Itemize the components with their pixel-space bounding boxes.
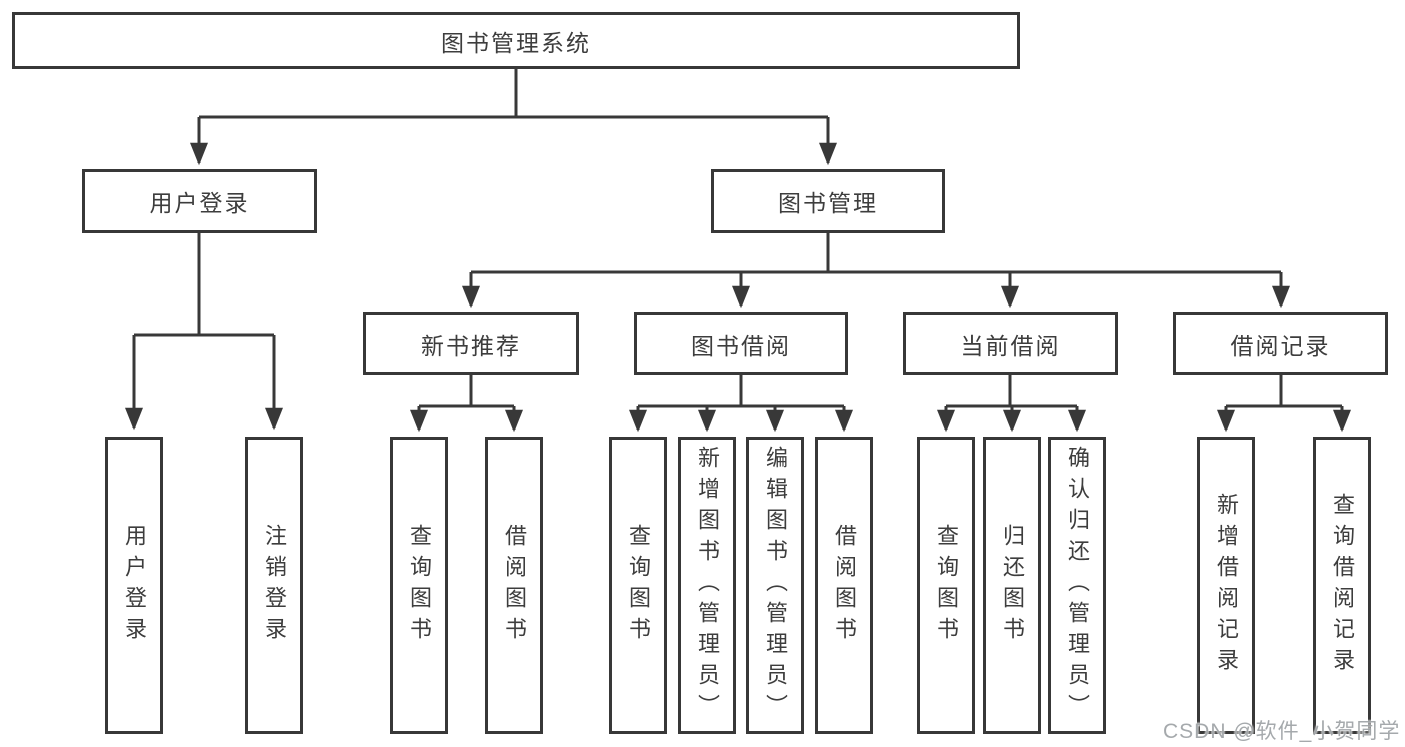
node-current-borrow: 当前借阅 <box>903 312 1118 375</box>
leaf-logout: 注销登录 <box>245 437 303 734</box>
leaf-current-return-books: 归还图书 <box>983 437 1041 734</box>
watermark-text: CSDN @软件_小贺同学 <box>1163 720 1401 743</box>
leaf-borrow-add-books-admin: 新增图书（管理员） <box>678 437 736 734</box>
leaf-borrow-query-books: 查询图书 <box>609 437 667 734</box>
leaf-borrow-borrow-books: 借阅图书 <box>815 437 873 734</box>
node-borrow-records: 借阅记录 <box>1173 312 1388 375</box>
leaf-records-add-record: 新增借阅记录 <box>1197 437 1255 734</box>
node-user-login: 用户登录 <box>82 169 317 233</box>
node-book-management: 图书管理 <box>711 169 945 233</box>
leaf-current-query-books: 查询图书 <box>917 437 975 734</box>
node-new-book-recommend: 新书推荐 <box>363 312 579 375</box>
leaf-borrow-edit-books-admin: 编辑图书（管理员） <box>746 437 804 734</box>
leaf-current-confirm-return-admin: 确认归还（管理员） <box>1048 437 1106 734</box>
node-root: 图书管理系统 <box>12 12 1020 69</box>
leaf-records-query-record: 查询借阅记录 <box>1313 437 1371 734</box>
leaf-user-login: 用户登录 <box>105 437 163 734</box>
leaf-recommend-borrow-books: 借阅图书 <box>485 437 543 734</box>
leaf-recommend-query-books: 查询图书 <box>390 437 448 734</box>
node-book-borrow: 图书借阅 <box>634 312 848 375</box>
